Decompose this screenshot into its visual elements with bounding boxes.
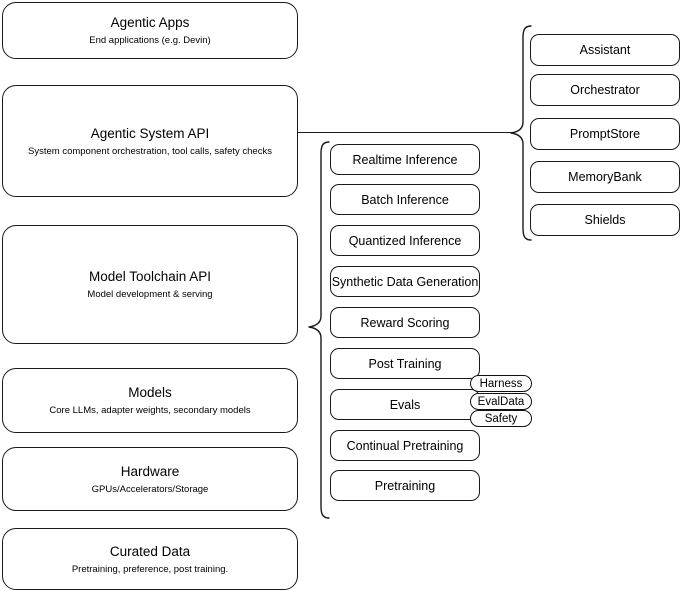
toolchain-box-label: Post Training [368, 356, 442, 371]
stack-layer-subtitle: End applications (e.g. Devin) [89, 35, 211, 46]
system-component-label: Shields [584, 213, 626, 227]
toolchain-box-post-training[interactable]: Post Training [330, 348, 480, 379]
toolchain-box-label: Continual Pretraining [346, 438, 464, 453]
system-component-label: Assistant [579, 43, 631, 57]
evals-subcomponent-label: Safety [484, 412, 518, 425]
toolchain-box-evals[interactable]: Evals [330, 389, 480, 420]
toolchain-box-reward-scoring[interactable]: Reward Scoring [330, 307, 480, 338]
system-component-box-memorybank[interactable]: MemoryBank [530, 161, 680, 193]
evals-subcomponent-safety[interactable]: Safety [470, 410, 532, 427]
stack-layer-subtitle: Model development & serving [87, 289, 213, 300]
toolchain-box-label: Pretraining [374, 478, 436, 493]
toolchain-box-label: Quantized Inference [348, 233, 462, 248]
stack-layer-agentic-system-api[interactable]: Agentic System API System component orch… [2, 85, 298, 197]
evals-subcomponent-label: Harness [479, 377, 523, 390]
evals-subcomponent-harness[interactable]: Harness [470, 375, 532, 392]
brace-system-components [510, 24, 532, 244]
evals-subcomponent-label: EvalData [477, 395, 525, 408]
toolchain-box-label: Batch Inference [361, 192, 449, 207]
system-component-label: Orchestrator [570, 83, 640, 97]
toolchain-box-label: Realtime Inference [352, 152, 458, 167]
toolchain-box-synthetic-data-generation[interactable]: Synthetic Data Generation [330, 266, 480, 297]
stack-layer-title: Agentic System API [90, 125, 210, 141]
stack-layer-subtitle: Pretraining, preference, post training. [71, 563, 229, 575]
evals-subcomponent-evaldata[interactable]: EvalData [470, 393, 532, 410]
toolchain-box-continual-pretraining[interactable]: Continual Pretraining [330, 430, 480, 461]
system-component-box-orchestrator[interactable]: Orchestrator [530, 74, 680, 106]
stack-layer-subtitle: System component orchestration, tool cal… [28, 145, 272, 157]
system-component-label: PromptStore [569, 127, 641, 141]
connector-line-system-api-to-components [298, 132, 512, 134]
stack-layer-title: Model Toolchain API [88, 269, 212, 284]
system-component-box-assistant[interactable]: Assistant [530, 34, 680, 66]
toolchain-box-label: Synthetic Data Generation [331, 274, 479, 289]
stack-layer-curated-data[interactable]: Curated Data Pretraining, preference, po… [2, 528, 298, 590]
toolchain-box-quantized-inference[interactable]: Quantized Inference [330, 225, 480, 256]
stack-layer-title: Models [128, 385, 172, 400]
toolchain-box-realtime-inference[interactable]: Realtime Inference [330, 144, 480, 175]
toolchain-box-batch-inference[interactable]: Batch Inference [330, 184, 480, 215]
brace-toolchain-components [308, 140, 330, 520]
stack-layer-hardware[interactable]: Hardware GPUs/Accelerators/Storage [2, 447, 298, 511]
system-component-box-promptstore[interactable]: PromptStore [530, 118, 680, 150]
stack-layer-title: Curated Data [109, 543, 191, 559]
toolchain-box-label: Reward Scoring [360, 315, 450, 330]
stack-layer-models[interactable]: Models Core LLMs, adapter weights, secon… [2, 368, 298, 433]
stack-layer-subtitle: Core LLMs, adapter weights, secondary mo… [49, 405, 251, 416]
stack-layer-agentic-apps[interactable]: Agentic Apps End applications (e.g. Devi… [2, 2, 298, 59]
stack-layer-model-toolchain-api[interactable]: Model Toolchain API Model development & … [2, 225, 298, 344]
stack-layer-title: Hardware [120, 463, 180, 479]
toolchain-box-pretraining[interactable]: Pretraining [330, 470, 480, 501]
system-component-label: MemoryBank [568, 170, 642, 184]
stack-layer-title: Agentic Apps [110, 15, 190, 30]
stack-layer-subtitle: GPUs/Accelerators/Storage [91, 483, 209, 495]
system-component-box-shields[interactable]: Shields [530, 204, 680, 236]
toolchain-box-label: Evals [389, 397, 421, 412]
